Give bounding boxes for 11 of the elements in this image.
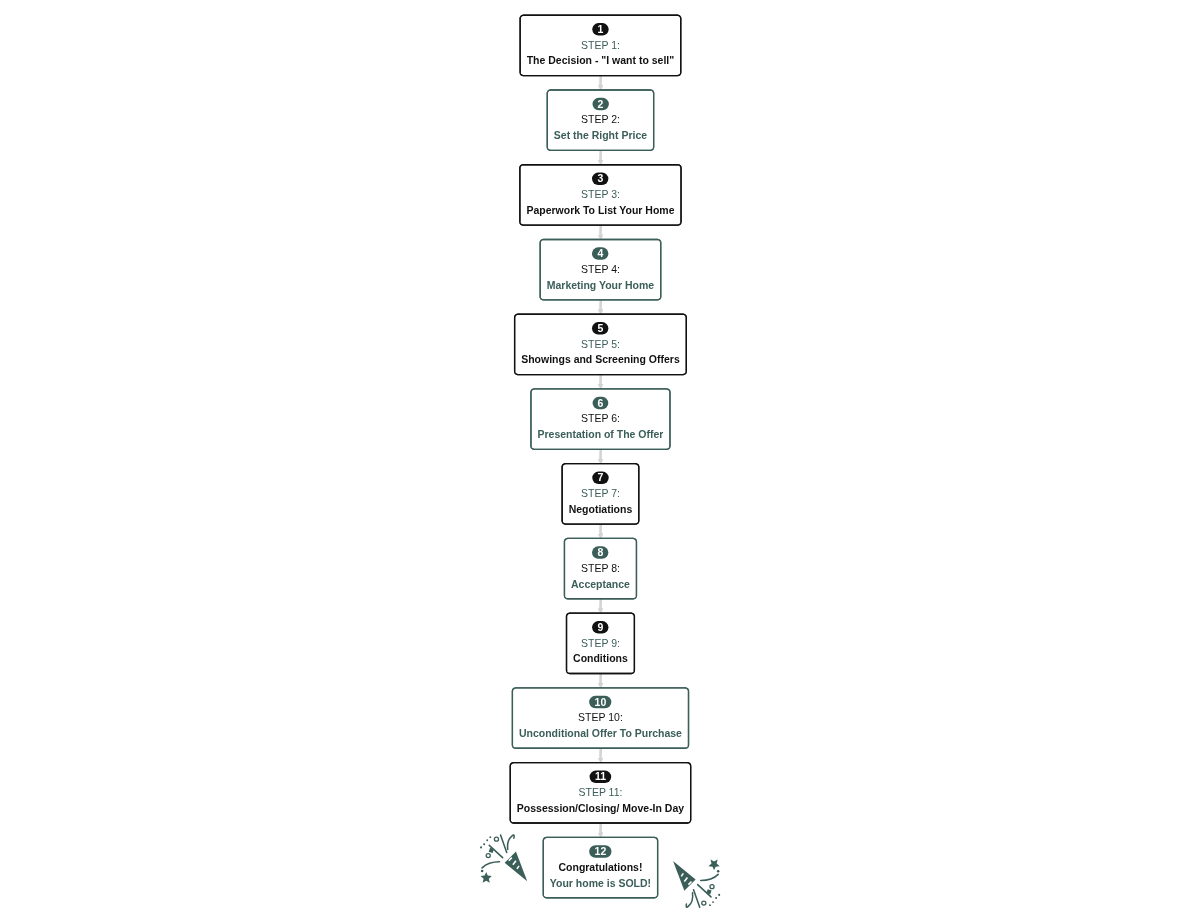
arrow — [597, 299, 603, 315]
arrow — [597, 374, 603, 390]
arrow — [597, 673, 603, 689]
arrow — [597, 225, 603, 241]
arrow — [597, 823, 603, 838]
arrow — [597, 598, 603, 614]
arrow — [597, 524, 603, 540]
arrow — [597, 748, 603, 764]
arrow — [597, 449, 603, 465]
arrow — [597, 75, 603, 91]
arrow — [597, 150, 603, 166]
